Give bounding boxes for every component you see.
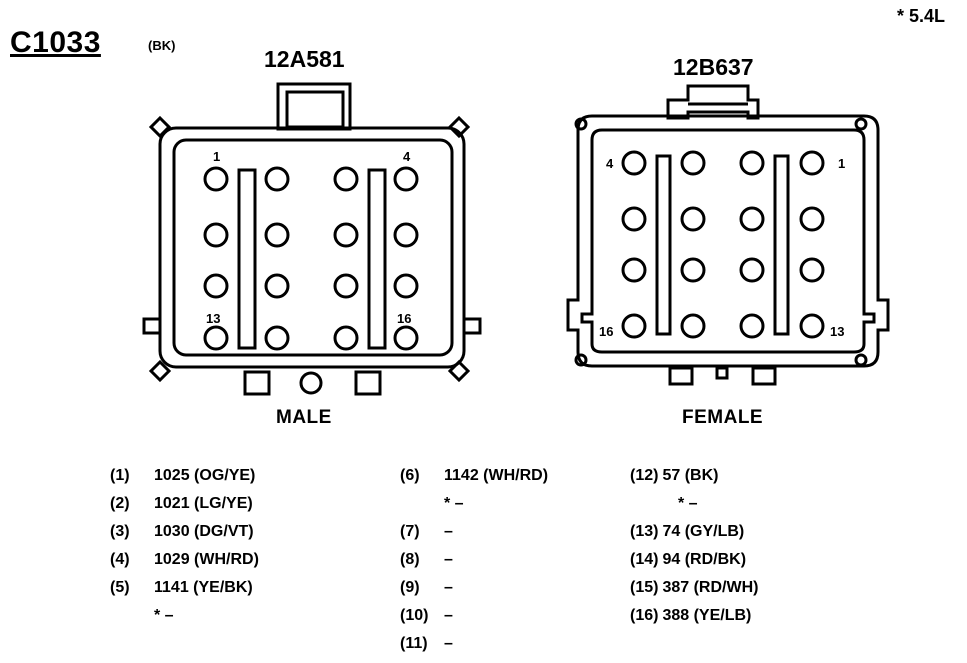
- connector-color-code: (BK): [148, 38, 176, 53]
- pinout-row: (1)1025 (OG/YE): [110, 467, 256, 484]
- male-slot-right: [367, 168, 387, 350]
- pinout-column-2: (6)1142 (WH/RD) * – (7)– (8)– (9)– (10)–…: [400, 466, 548, 662]
- male-corner-tr: [447, 115, 471, 139]
- pinout-row: (10)–: [400, 607, 453, 624]
- male-pin-label-4: 4: [403, 149, 411, 164]
- male-gender-label: MALE: [276, 407, 332, 428]
- female-pin-label-13: 13: [830, 324, 844, 339]
- female-slot-left: [655, 154, 672, 336]
- female-connector: [566, 84, 890, 386]
- pinout-row: (9)–: [400, 579, 453, 596]
- male-pin-label-1: 1: [213, 149, 220, 164]
- connector-id: C1033: [10, 26, 101, 59]
- pinout-row: (3)1030 (DG/VT): [110, 523, 254, 540]
- pinout-row: (11)–: [400, 635, 453, 652]
- male-corner-tl: [148, 115, 172, 139]
- pinout-row: * –: [154, 607, 174, 624]
- female-pin-label-16: 16: [599, 324, 613, 339]
- male-corner-bl: [148, 359, 172, 383]
- pinout-row: (16)388 (YE/LB): [630, 607, 752, 624]
- male-part-number: 12A581: [264, 46, 345, 72]
- variant-note: * 5.4L: [897, 6, 946, 26]
- female-part-number: 12B637: [673, 54, 754, 80]
- pinout-row: * –: [444, 495, 464, 512]
- male-pin-label-16: 16: [397, 311, 411, 326]
- pinout-row: (7)–: [400, 523, 453, 540]
- male-pin-label-13: 13: [206, 311, 220, 326]
- female-pins: [621, 150, 825, 339]
- pinout-row: (5)1141 (YE/BK): [110, 579, 253, 596]
- pinout-row: (14)94 (RD/BK): [630, 551, 747, 568]
- pinout-row: (15)387 (RD/WH): [630, 579, 759, 596]
- pinout-row: * –: [678, 495, 698, 512]
- pinout-row: (2)1021 (LG/YE): [110, 495, 253, 512]
- pinout-column-3: (12)57 (BK) * – (13)74 (GY/LB) (14)94 (R…: [630, 466, 758, 634]
- pinout-row: (12)57 (BK): [630, 467, 719, 484]
- female-gender-label: FEMALE: [682, 407, 764, 428]
- female-pin-label-4: 4: [606, 156, 614, 171]
- male-pins: [203, 166, 419, 351]
- male-corner-br: [447, 359, 471, 383]
- pinout-column-1: (1)1025 (OG/YE) (2)1021 (LG/YE) (3)1030 …: [110, 466, 259, 634]
- pinout-row: (6)1142 (WH/RD): [400, 467, 549, 484]
- pinout-row: (8)–: [400, 551, 453, 568]
- male-slot-left: [237, 168, 257, 350]
- pinout-row: (4)1029 (WH/RD): [110, 551, 259, 568]
- pinout-row: (13)74 (GY/LB): [630, 523, 745, 540]
- female-pin-label-1: 1: [838, 156, 845, 171]
- male-connector: [142, 82, 482, 396]
- female-slot-right: [773, 154, 790, 336]
